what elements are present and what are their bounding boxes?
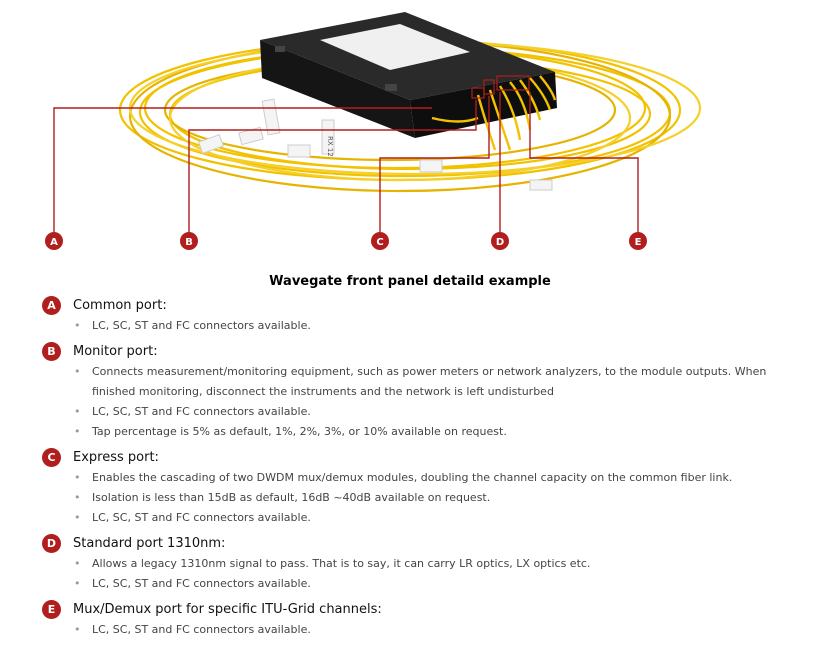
bullet-item: Enables the cascading of two DWDM mux/de…	[74, 468, 792, 488]
section-express-port: C Express port: Enables the cascading of…	[42, 446, 820, 528]
bullet-list: Connects measurement/monitoring equipmen…	[42, 362, 820, 442]
callout-label: C	[376, 237, 383, 248]
bullet-item: LC, SC, ST and FC connectors available.	[74, 574, 792, 594]
section-header: E Mux/Demux port for specific ITU-Grid c…	[42, 598, 820, 620]
section-badge: E	[42, 599, 61, 619]
section-badge: D	[42, 533, 61, 553]
callout-label: D	[496, 237, 504, 248]
figure-caption: Wavegate front panel detaild example	[269, 274, 551, 289]
section-monitor-port: B Monitor port: Connects measurement/mon…	[42, 340, 820, 442]
section-common-port: A Common port: LC, SC, ST and FC connect…	[42, 294, 820, 336]
bullet-item: LC, SC, ST and FC connectors available.	[74, 620, 792, 640]
bullet-list: Allows a legacy 1310nm signal to pass. T…	[42, 554, 820, 594]
section-header: D Standard port 1310nm:	[42, 532, 820, 554]
callout-label: B	[185, 237, 193, 248]
section-badge: B	[42, 341, 61, 361]
section-badge: A	[42, 295, 61, 315]
section-mux-demux-port: E Mux/Demux port for specific ITU-Grid c…	[42, 598, 820, 640]
section-title: Common port:	[73, 297, 167, 313]
bullet-list: LC, SC, ST and FC connectors available.	[42, 620, 820, 640]
callout-D: D	[491, 232, 509, 250]
callout-E: E	[629, 232, 647, 250]
bullet-item: Tap percentage is 5% as default, 1%, 2%,…	[74, 422, 792, 442]
mux-module	[260, 12, 557, 138]
bullet-list: Enables the cascading of two DWDM mux/de…	[42, 468, 820, 528]
callout-A: A	[45, 232, 63, 250]
bullet-item: Allows a legacy 1310nm signal to pass. T…	[74, 554, 792, 574]
bullet-item: Isolation is less than 15dB as default, …	[74, 488, 792, 508]
fiber-tag-label: RX 12	[326, 136, 334, 157]
bullet-item: LC, SC, ST and FC connectors available.	[74, 508, 792, 528]
section-badge: C	[42, 447, 61, 467]
section-standard-port: D Standard port 1310nm: Allows a legacy …	[42, 532, 820, 594]
section-header: C Express port:	[42, 446, 820, 468]
section-title: Express port:	[73, 449, 159, 465]
bullet-item: LC, SC, ST and FC connectors available.	[74, 316, 792, 336]
product-photo: RX 12 A B	[45, 12, 702, 250]
port-highlights	[471, 75, 530, 99]
section-title: Standard port 1310nm:	[73, 535, 226, 551]
section-header: B Monitor port:	[42, 340, 820, 362]
bullet-item: LC, SC, ST and FC connectors available.	[74, 402, 792, 422]
section-title: Monitor port:	[73, 343, 158, 359]
section-title: Mux/Demux port for specific ITU-Grid cha…	[73, 601, 382, 617]
section-header: A Common port:	[42, 294, 820, 316]
leader-lines	[53, 92, 639, 232]
callout-C: C	[371, 232, 389, 250]
bullet-list: LC, SC, ST and FC connectors available.	[42, 316, 820, 336]
port-descriptions: A Common port: LC, SC, ST and FC connect…	[0, 294, 820, 640]
bullet-item: Connects measurement/monitoring equipmen…	[74, 362, 792, 402]
callout-label: E	[635, 237, 642, 248]
callout-label: A	[50, 237, 58, 248]
callout-B: B	[180, 232, 198, 250]
